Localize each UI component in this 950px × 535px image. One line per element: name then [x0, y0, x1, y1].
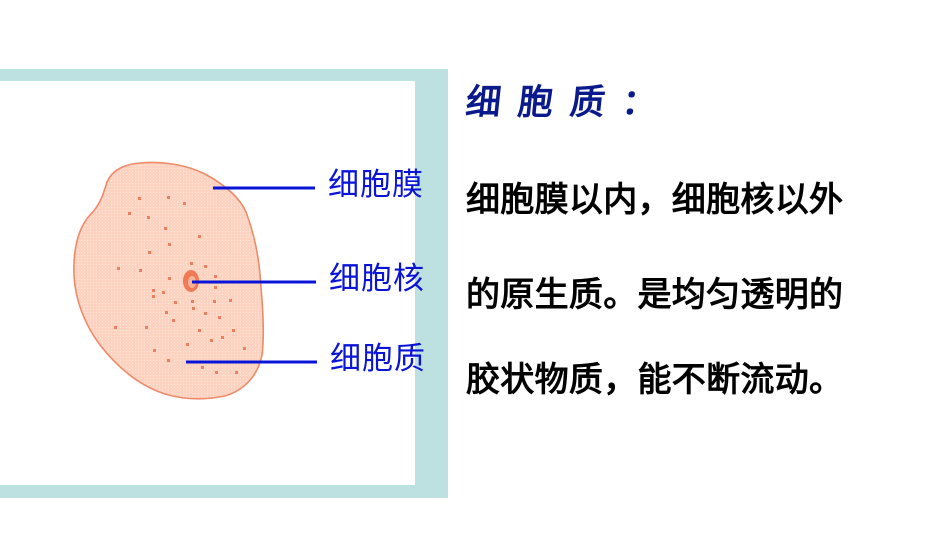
body-text-line-3: 胶状物质，能不断流动。 [466, 360, 844, 400]
label-nucleus: 细胞核 [329, 261, 425, 297]
label-cytoplasm: 细胞质 [330, 341, 426, 377]
cytoplasm-granules-icon [114, 196, 246, 374]
label-cell-membrane: 细胞膜 [328, 167, 424, 203]
body-text-line-2: 的原生质。是均匀透明的 [466, 275, 844, 315]
cell-membrane-shape [73, 161, 265, 400]
body-text-line-1: 细胞膜以内，细胞核以外 [466, 180, 844, 220]
section-title: 细胞质： [463, 83, 677, 123]
